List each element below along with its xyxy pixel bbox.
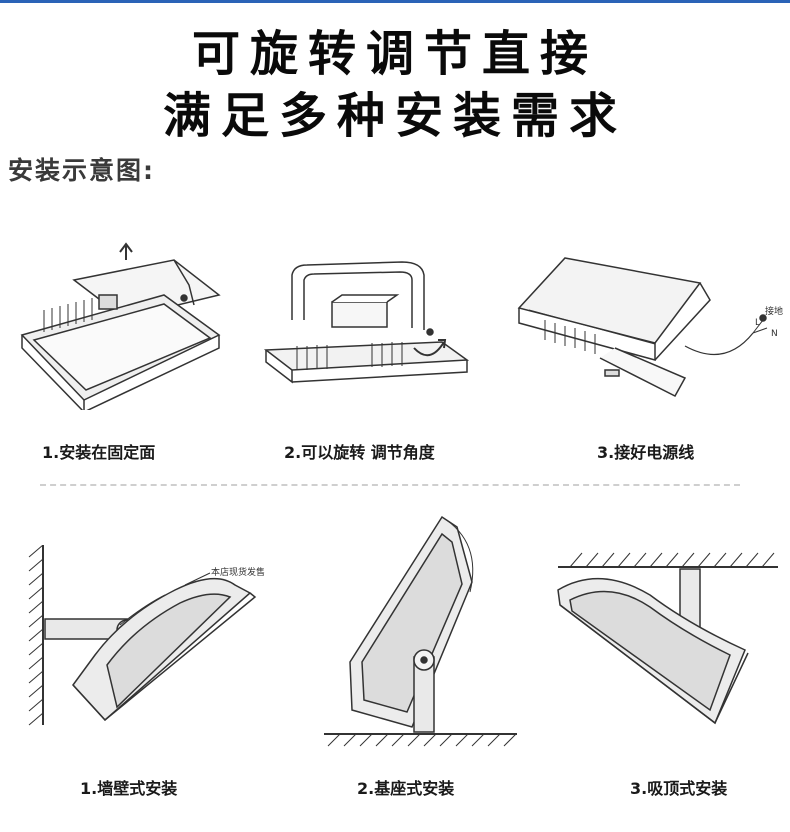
step-3-label: 3.接好电源线 (597, 443, 695, 462)
section-divider (40, 484, 740, 486)
step-1-label: 1.安装在固定面 (42, 443, 156, 462)
ceiling-mount-illustration (550, 545, 780, 730)
mount-2-label: 2.基座式安装 (357, 779, 455, 798)
step-2-illustration (262, 250, 472, 405)
watermark-note: 本店现货发售 (211, 566, 265, 578)
step-1-illustration (14, 240, 229, 410)
wire-live-label: L (755, 318, 760, 328)
base-mount-illustration (322, 512, 522, 752)
step-2-label: 2.可以旋转 调节角度 (284, 443, 435, 462)
wire-neutral-label: N (771, 329, 778, 339)
step-3-illustration: 接地 L N (505, 248, 785, 408)
mount-1-label: 1.墙壁式安装 (80, 779, 178, 798)
mount-3-label: 3.吸顶式安装 (630, 779, 728, 798)
headline-line-1: 可旋转调节直接 (191, 26, 598, 82)
headline-line-2: 满足多种安装需求 (162, 88, 627, 144)
wall-mount-illustration: 本店现货发售 (25, 545, 315, 730)
top-accent-bar (0, 0, 790, 3)
section-title: 安装示意图: (8, 156, 155, 185)
wire-ground-label: 接地 (765, 305, 783, 317)
